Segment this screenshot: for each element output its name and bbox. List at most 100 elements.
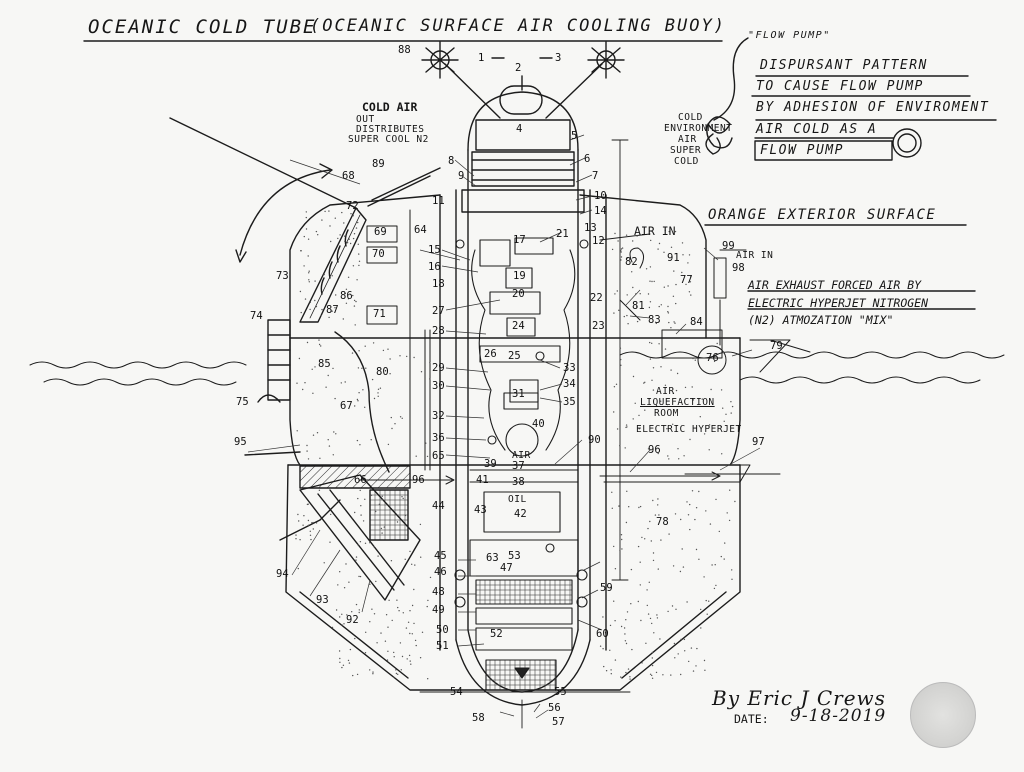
dispursant-line-2: TO CAUSE FLOW PUMP <box>756 79 924 94</box>
callout-89: 89 <box>372 158 385 170</box>
cold-air-distributes-label: DISTRIBUTES <box>356 124 425 135</box>
callout-31: 31 <box>512 388 525 400</box>
air-in-label-right: AIR IN <box>736 250 774 261</box>
callout-80: 80 <box>376 366 389 378</box>
callout-49: 49 <box>432 604 445 616</box>
callout-7: 7 <box>592 170 599 182</box>
callout-11: 11 <box>432 195 445 207</box>
callout-97: 97 <box>752 436 765 448</box>
super-cold-label: COLD <box>674 156 699 167</box>
callout-99: 99 <box>722 240 735 252</box>
callout-3: 3 <box>555 52 562 64</box>
callout-65: 65 <box>432 450 445 462</box>
callout-47: 47 <box>500 562 513 574</box>
super-label: SUPER <box>670 145 702 156</box>
cold-air-supercool-label: SUPER COOL N2 <box>348 134 429 145</box>
callout-54: 54 <box>450 686 463 698</box>
subtitle: (OCEANIC SURFACE AIR COOLING BUOY) <box>310 16 726 36</box>
callout-28: 28 <box>432 325 445 337</box>
callout-30: 30 <box>432 380 445 392</box>
dispursant-line-4: AIR COLD AS A <box>756 122 878 137</box>
flow-pump-label: "FLOW PUMP" <box>748 30 831 41</box>
callout-37: 37 <box>512 460 525 472</box>
signature: By Eric J Crews <box>712 686 886 710</box>
dispursant-line-1: DISPURSANT PATTERN <box>760 58 928 73</box>
callout-50: 50 <box>436 624 449 636</box>
callout-36: 36 <box>432 432 445 444</box>
oil-label: OIL <box>508 494 527 505</box>
callout-20: 20 <box>512 288 525 300</box>
callout-55: 55 <box>554 686 567 698</box>
callout-41: 41 <box>476 474 489 486</box>
callout-9: 9 <box>458 170 465 182</box>
callout-32: 32 <box>432 410 445 422</box>
electric-hyperjet-label: ELECTRIC HYPERJET <box>636 424 742 435</box>
callout-33: 33 <box>563 362 576 374</box>
liquefaction-label: LIQUEFACTION <box>640 397 715 408</box>
callout-86: 86 <box>340 290 353 302</box>
callout-75: 75 <box>236 396 249 408</box>
callout-87: 87 <box>326 304 339 316</box>
callout-96: 96 <box>412 474 425 486</box>
callout-19: 19 <box>513 270 526 282</box>
callout-56: 56 <box>548 702 561 714</box>
callout-26: 26 <box>484 348 497 360</box>
callout-46: 46 <box>434 566 447 578</box>
callout-76: 76 <box>706 352 719 364</box>
callout-42: 42 <box>514 508 527 520</box>
lower-left-exhaust <box>244 451 421 601</box>
callout-91: 91 <box>667 252 680 264</box>
callout-72: 72 <box>346 200 359 212</box>
callout-6: 6 <box>584 153 591 165</box>
callout-23: 23 <box>592 320 605 332</box>
callout-45: 45 <box>434 550 447 562</box>
callout-67: 67 <box>340 400 353 412</box>
callout-16: 16 <box>428 261 441 273</box>
top-beacons <box>421 41 625 119</box>
callout-15: 15 <box>428 244 441 256</box>
callout-59: 59 <box>600 582 613 594</box>
cold-air-label: COLD AIR <box>362 100 418 114</box>
callout-48: 48 <box>432 586 445 598</box>
exhaust-line-3: (N2) ATMOZATION "MIX" <box>748 313 894 327</box>
callout-39: 39 <box>484 458 497 470</box>
callout-71: 71 <box>373 308 386 320</box>
water-surface <box>29 351 1005 386</box>
orange-exterior-label: ORANGE EXTERIOR SURFACE <box>708 207 937 223</box>
grid-block <box>369 489 409 541</box>
right-components <box>603 247 811 483</box>
callout-52: 52 <box>490 628 503 640</box>
outer-hull <box>285 194 741 691</box>
callout-22: 22 <box>590 292 603 304</box>
flow-pump-swirl <box>705 37 749 155</box>
left-port <box>257 319 390 473</box>
callout-17: 17 <box>513 234 526 246</box>
exhaust-line-1: AIR EXHAUST FORCED AIR BY <box>748 278 922 292</box>
callout-53: 53 <box>508 550 521 562</box>
callout-85: 85 <box>318 358 331 370</box>
hatch-arm <box>169 117 441 323</box>
air-box-label: AIR <box>512 450 531 461</box>
notary-seal <box>910 682 976 748</box>
callout-35: 35 <box>563 396 576 408</box>
callout-34: 34 <box>563 378 576 390</box>
callout-77: 77 <box>680 274 693 286</box>
callout-57: 57 <box>552 716 565 728</box>
callout-78: 78 <box>656 516 669 528</box>
title: OCEANIC COLD TUBE <box>88 16 317 38</box>
dimension-lines <box>419 139 631 729</box>
callout-40: 40 <box>532 418 545 430</box>
callout-5: 5 <box>571 130 578 142</box>
central-tube <box>439 85 607 706</box>
callout-14: 14 <box>594 205 607 217</box>
cold-air-out-label: OUT <box>356 114 375 125</box>
air-label: AIR <box>678 134 697 145</box>
callout-18: 18 <box>432 278 445 290</box>
callout-96: 96 <box>648 444 661 456</box>
callout-69: 69 <box>374 226 387 238</box>
flow-pump-circle <box>892 128 922 158</box>
callout-73: 73 <box>276 270 289 282</box>
callout-51: 51 <box>436 640 449 652</box>
